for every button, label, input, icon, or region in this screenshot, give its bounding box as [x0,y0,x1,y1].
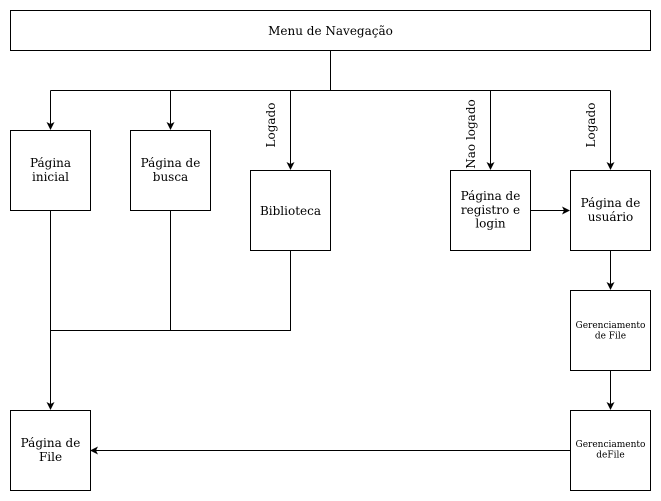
node-label-line: Página de [141,156,201,170]
node-label-line: Gerenciamento [576,321,646,331]
node-label-line: Página de [21,436,81,450]
edge-labels: Logado Nao logado Logado [264,99,598,169]
node-label-line: Menu de Navegação [268,24,393,38]
node-label-line: Página de [461,189,521,203]
node-label-line: login [475,217,506,231]
edge-label-biblioteca: Logado [264,103,278,148]
node-label-line: inicial [32,170,69,184]
edge-label-usuario: Logado [584,103,598,148]
edges [46,50,615,455]
node-label-line: usuário [588,210,634,224]
node-label-line: busca [153,170,188,184]
node-label-line: Página de [581,196,641,210]
node-label-line: File [39,450,62,464]
node-label-line: Gerenciamento [576,440,646,450]
node-label-line: registro e [461,203,520,217]
node-label-line: de File [595,331,626,341]
node-menu-navegacao: Menu de Navegação [10,10,651,51]
node-label-line: deFile [596,450,624,460]
edge-biblioteca-merge [170,250,291,331]
node-label-line: Página [30,156,71,170]
edge-label-registro: Nao logado [464,99,478,169]
node-label-line: Biblioteca [260,204,321,218]
node-biblioteca: Biblioteca [250,170,331,251]
node-label: Biblioteca [260,204,321,218]
edge-busca-merge [50,210,171,331]
node-label: Menu de Navegação [268,24,393,38]
